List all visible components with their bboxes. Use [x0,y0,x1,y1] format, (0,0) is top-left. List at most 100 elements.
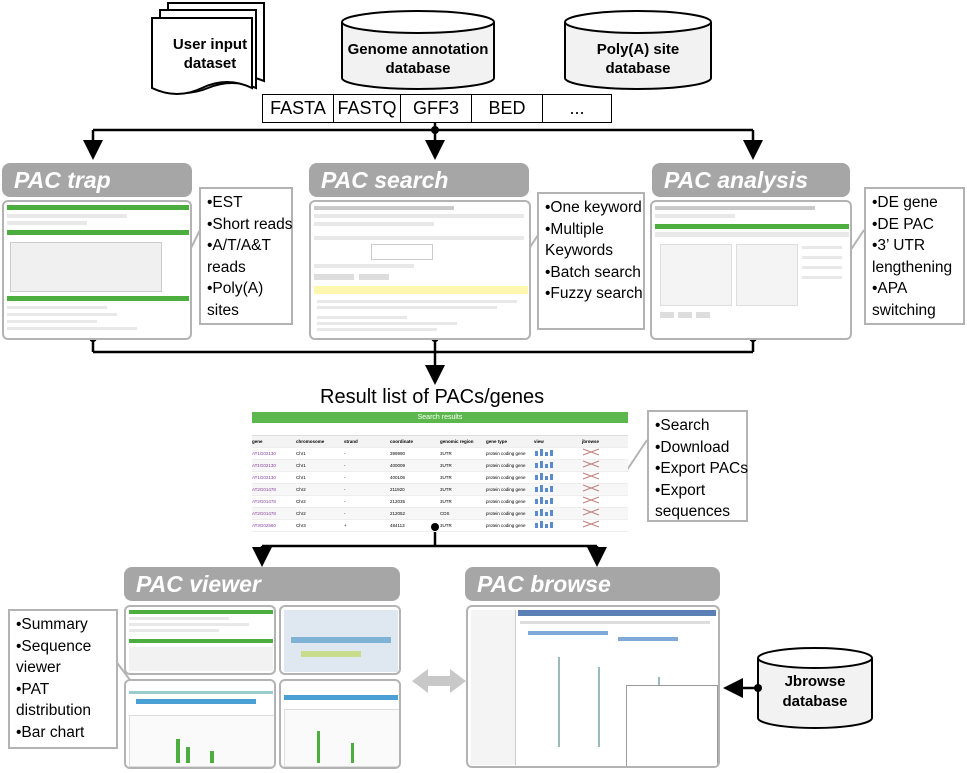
format-more: ... [569,98,585,118]
pac-viewer-sequence-screenshot [279,605,401,675]
polya-site-label: Poly(A) site database [596,41,680,77]
pac-browse-banner: PAC browse [465,567,720,601]
table-cell: protein coding gene [486,475,526,480]
feature-item: sites [207,301,239,319]
pac-viewer-distribution-screenshot [124,679,276,769]
gene-link[interactable]: AT1G02130 [252,463,276,468]
table-cell: protein coding gene [486,523,526,528]
feature-item: •Export [655,481,706,499]
jbrowse-thumbnail-icon[interactable] [582,484,628,495]
jbrowse-thumbnail-icon[interactable] [582,472,628,483]
jbrowse-thumbnail-icon[interactable] [582,460,628,471]
feature-item: sequences [655,503,730,520]
table-cell: protein coding gene [486,463,526,468]
table-cell: 399990 [390,451,406,456]
view-thumbnail-icon[interactable] [534,508,582,519]
table-cell: - [344,511,346,516]
feature-item: •APA [872,280,908,297]
results-table-columns: gene chromosome strand coordinate genomi… [252,436,628,448]
view-thumbnail-icon[interactable] [534,472,582,483]
table-cell: Chr1 [296,451,306,456]
feature-item: •Short reads [207,215,293,233]
table-cell: 3UTR [440,487,452,492]
jbrowse-db-icon [757,647,873,729]
table-cell: 484113 [390,523,405,528]
table-cell: 211920 [390,487,405,492]
table-cell: 400106 [390,475,406,480]
table-cell: - [344,463,346,468]
genome-annotation-label: Genome annotation database [347,41,489,77]
pac-analysis-features: •DE gene •DE PAC •3’ UTR lengthening •AP… [864,187,965,325]
gene-link[interactable]: AT2G01478 [252,487,276,492]
table-cell: - [344,451,346,456]
pac-viewer-summary-screenshot [124,605,276,675]
pac-trap-features: •EST •Short reads •A/T/A&T reads •Poly(A… [199,187,293,325]
user-input-label: User input dataset [172,36,248,72]
table-cell: Chr1 [296,463,306,468]
format-fastq: FASTQ [334,95,401,122]
feature-item: •One keyword [545,199,642,216]
feature-item: •PAT [16,680,50,698]
gene-link[interactable]: AT1G02130 [252,451,276,456]
results-table: Search results gene chromosome strand co… [252,412,628,532]
table-cell: 212052 [390,511,406,516]
feature-item: reads [207,258,246,276]
feature-item: •Poly(A) [207,280,264,297]
feature-item: viewer [16,659,61,676]
jbrowse-thumbnail-icon[interactable] [582,448,628,459]
result-list-features: •Search •Download •Export PACs •Export s… [647,410,748,522]
table-cell: Chr3 [296,523,306,528]
view-thumbnail-icon[interactable] [534,484,582,495]
feature-item: distribution [16,702,91,719]
table-cell: - [344,487,346,492]
table-cell: 3UTR [440,451,452,456]
table-cell: Chr2 [296,499,306,504]
input-connector [83,123,763,160]
table-cell: 3UTR [440,463,452,468]
feature-item: lengthening [872,258,953,276]
table-cell: Chr1 [296,475,306,480]
genome-annotation-db-icon [341,10,495,90]
gene-link[interactable]: AT1G02130 [252,475,276,480]
feature-item: •DE PAC [872,215,934,233]
gene-link[interactable]: AT2G01478 [252,511,276,516]
view-thumbnail-icon[interactable] [534,496,582,507]
pac-browse-screenshot [466,605,720,768]
feature-item: •Download [655,438,730,456]
feature-item: •Export PACs [655,460,748,477]
pac-search-screenshot [309,200,531,340]
jbrowse-thumbnail-icon[interactable] [582,520,628,531]
table-cell: protein coding gene [486,487,526,492]
feature-item: Keywords [545,242,614,259]
gene-link[interactable]: AT3G02560 [252,523,276,528]
results-table-header: Search results [252,412,628,423]
jbrowse-db-label: Jbrowse database [782,673,848,710]
jbrowse-thumbnail-icon[interactable] [582,508,628,519]
table-cell: Chr2 [296,487,306,492]
table-row: AT3G02560 Chr3 +484113 3UTR protein coding g… [252,520,628,532]
format-gff3: GFF3 [401,95,472,122]
pac-trap-screenshot [2,200,192,340]
table-cell: + [344,523,347,528]
jbrowse-thumbnail-icon[interactable] [582,496,628,507]
table-cell: 3UTR [440,475,452,480]
view-thumbnail-icon[interactable] [534,448,582,459]
view-thumbnail-icon[interactable] [534,460,582,471]
feature-item: •Sequence [16,637,92,655]
view-thumbnail-icon[interactable] [534,520,582,531]
table-cell: protein coding gene [486,499,526,504]
format-bed: BED [472,95,543,122]
table-cell: 3UTR [440,523,452,528]
feature-item: •DE gene [872,194,938,211]
table-row: AT2G01478 Chr2 - 211920 3UTR protein coding g… [252,484,628,496]
gene-link[interactable]: AT2G01478 [252,499,276,504]
feature-item: •A/T/A&T [207,237,271,254]
module-merge-connector [91,338,755,385]
pac-analysis-banner: PAC analysis [652,163,850,197]
